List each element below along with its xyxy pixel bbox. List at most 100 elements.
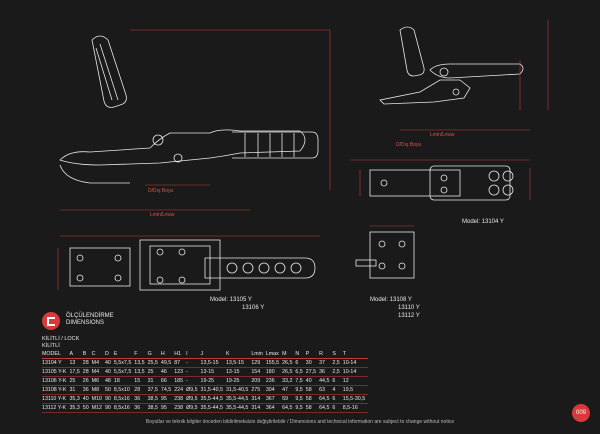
table-row-cell: 36 <box>134 394 148 404</box>
table-row-cell: 30 <box>305 358 320 368</box>
table-row-cell: 40 <box>305 376 320 386</box>
table-row-cell: 13112 Y-K <box>42 403 70 413</box>
table-row-cell: 6 <box>332 403 343 413</box>
clamp-plan-view-left <box>69 239 316 291</box>
table-row-cell: 37 <box>319 358 333 368</box>
table-row-cell: 209 <box>251 376 266 386</box>
table-header-row-cell: P <box>305 350 320 359</box>
table-row-cell: 40 <box>82 394 92 404</box>
table-row-cell: 50 <box>104 385 114 395</box>
table-row-cell: Ø9,5 <box>186 403 201 413</box>
table-row-cell: 28 <box>134 385 148 395</box>
table-header-row-cell: Lmax <box>265 350 283 359</box>
table-row-cell: 36 <box>319 367 333 377</box>
table-row-cell: 25 <box>69 376 83 386</box>
table-row-cell: 63 <box>319 385 333 395</box>
model-label-13106: 13106 Y <box>242 305 265 311</box>
table-row-cell: 13-15 <box>200 367 226 377</box>
footer-note: Boyutlar ve teknik bilgiler önceden bild… <box>145 419 455 425</box>
table-row-cell: 35,3 <box>69 394 83 404</box>
table-header-row-cell: F <box>134 350 148 359</box>
table-row-cell: 4 <box>332 385 343 395</box>
table-row-cell: 17,5 <box>69 367 83 377</box>
table-row-cell: 33,2 <box>282 376 296 386</box>
table-row-cell: 95 <box>160 394 175 404</box>
table-row-cell: - <box>186 367 201 377</box>
table-row-cell: 304 <box>265 385 283 395</box>
label-lmin-lmax-left: Lmin/Lmax <box>150 212 175 218</box>
model-label-13108: Model: 13108 Y <box>370 297 412 303</box>
table-row-cell: 8,5-16 <box>342 403 369 413</box>
table-row-cell: 13106 Y-K <box>42 376 70 386</box>
table-row-cell: 12 <box>342 376 369 386</box>
table-row-cell: 46 <box>160 367 175 377</box>
table-row-cell: 13110 Y-K <box>42 394 70 404</box>
table-row-cell: 36 <box>134 403 148 413</box>
clamp-side-view-right <box>379 26 524 105</box>
table-header-row-cell: D <box>104 350 114 359</box>
table-row-cell: - <box>186 376 201 386</box>
table-header-row-cell: B <box>82 350 92 359</box>
table-row-cell: 8,5x16 <box>113 394 135 404</box>
table-row-cell: 25,5 <box>147 358 161 368</box>
table-row-cell: 50 <box>82 403 92 413</box>
table-row-cell: 25 <box>147 367 161 377</box>
table-row-cell: 6 <box>295 358 306 368</box>
table-row-cell: 9,5 <box>295 403 306 413</box>
table-row-cell: 5,5x7,5 <box>113 367 135 377</box>
model-label-13110: 13110 Y <box>398 305 420 311</box>
table-row-cell: 6 <box>332 376 343 386</box>
table-row-cell: 38,5 <box>147 403 161 413</box>
table-header-row-cell: G <box>147 350 161 359</box>
table-row-cell: 123 <box>174 367 187 377</box>
table-header-row-cell: MODEL <box>42 350 70 359</box>
table-row-cell: 9,5 <box>295 385 306 395</box>
table-row-cell: 64,5 <box>282 403 296 413</box>
page-number: 009 <box>572 404 590 422</box>
label-lmin-lmax-right: Lmin/Lmax <box>430 132 455 138</box>
model-label-13112: 13112 Y <box>398 313 420 319</box>
table-row-cell: 15,5-30,5 <box>342 394 369 404</box>
table-row-cell: 10-14 <box>342 367 369 377</box>
table-row-cell: M10 <box>91 394 105 404</box>
table-row-cell: 31 <box>147 376 161 386</box>
table-row-cell: 8,5x16 <box>113 403 135 413</box>
table-row-cell: 31,5-40,5 <box>225 385 252 395</box>
table-row-cell: 13,5-15 <box>200 358 226 368</box>
lock-label-tr: KİLİTLİ / LOCK <box>42 336 80 342</box>
table-header-row-cell: J <box>200 350 226 359</box>
table-row-cell: 58 <box>305 394 320 404</box>
table-row-cell: 224 <box>174 385 187 395</box>
table-row-cell: 185 <box>174 376 187 386</box>
table-row-cell: 26 <box>82 376 92 386</box>
table-row-cell: 13104 Y <box>42 358 70 368</box>
table-row-cell: 10-14 <box>342 358 369 368</box>
label-d-dis-boyu: D/Dış Boyu <box>148 188 174 194</box>
table-row-cell: 58 <box>305 385 320 395</box>
table-row-cell: 13108 Y-K <box>42 385 70 395</box>
table-row-cell: 28 <box>82 358 92 368</box>
table-row-cell: 49,5 <box>160 358 175 368</box>
table-row-cell: 95 <box>160 403 175 413</box>
table-row-cell: 5,5x7,5 <box>113 358 135 368</box>
table-row-cell: 31,5-40,5 <box>200 385 226 395</box>
table-row-cell: 87 <box>174 358 187 368</box>
table-row-cell: 47 <box>282 385 296 395</box>
table-row-cell: M4 <box>91 358 105 368</box>
lock-label: KİLİTLİ / LOCK KİLİTLİ <box>42 336 79 350</box>
table-row-cell: 15 <box>134 376 148 386</box>
section-title: ÖLÇÜLENDİRME DIMENSIONS <box>66 313 114 327</box>
table-row-cell: 19-25 <box>225 376 252 386</box>
lock-label-en: KİLİTLİ <box>42 343 60 349</box>
table-row-cell: 238 <box>174 394 187 404</box>
table-header-row-cell: I <box>186 350 201 359</box>
clamp-plan-view-right-small <box>355 231 415 279</box>
table-row-cell: 13,5 <box>134 367 148 377</box>
table-row-cell: 58 <box>305 403 320 413</box>
table-header-row-cell: T <box>342 350 369 359</box>
